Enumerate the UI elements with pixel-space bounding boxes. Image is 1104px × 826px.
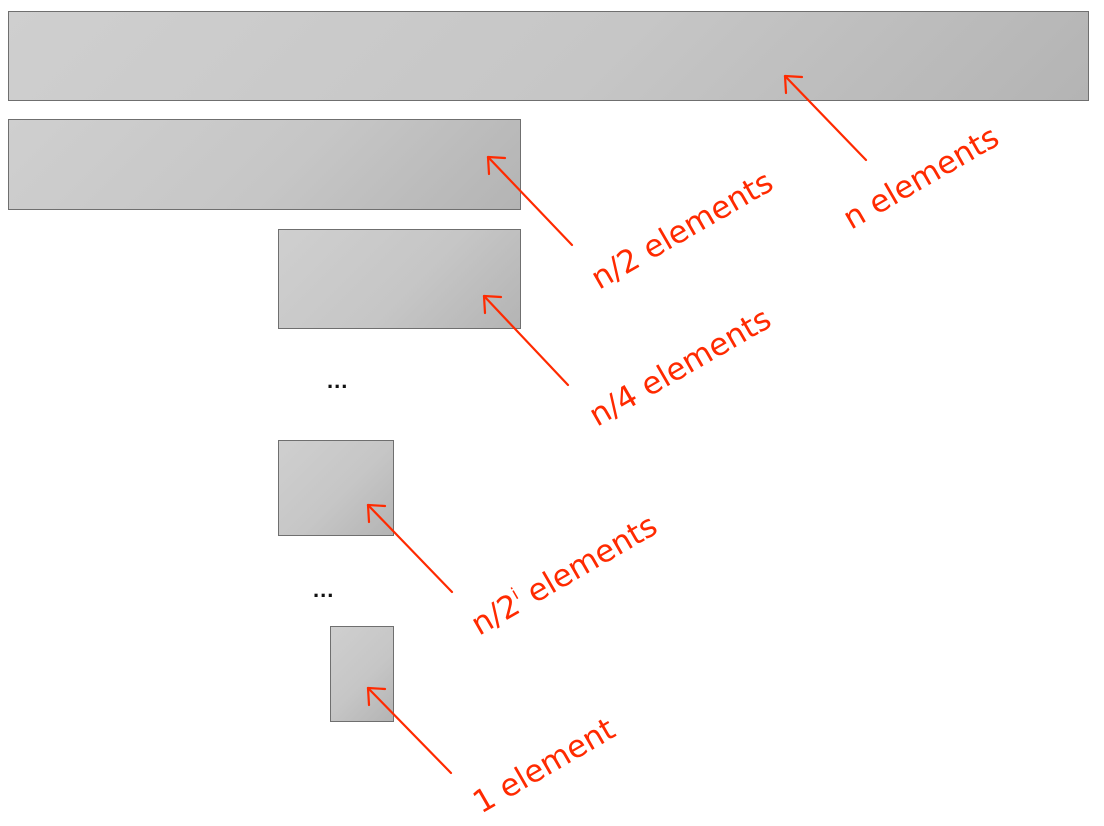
label-n-elements: n elements [837, 119, 1005, 237]
label-n-over-2-to-i-elements: n/2i elements [465, 508, 663, 643]
array-bar-one [330, 626, 394, 722]
label-n-2i-suffix: elements [512, 508, 663, 616]
array-bar-n [8, 11, 1089, 101]
label-one-element: 1 element [467, 711, 621, 821]
label-n-quarter-elements: n/4 elements [583, 301, 777, 434]
ellipsis-lower: ... [313, 577, 335, 602]
ellipsis-upper: ... [327, 368, 349, 393]
arrow-n-over-2-to-i [366, 503, 454, 594]
arrow-n-half [486, 155, 574, 247]
arrow-n-quarter [482, 294, 570, 387]
arrow-one [366, 686, 453, 775]
label-n-half-elements: n/2 elements [585, 164, 779, 297]
array-bar-n-half [8, 119, 521, 210]
arrow-n [783, 74, 868, 162]
array-bar-n-over-2-to-i [278, 440, 394, 536]
array-bar-n-quarter [278, 229, 521, 329]
